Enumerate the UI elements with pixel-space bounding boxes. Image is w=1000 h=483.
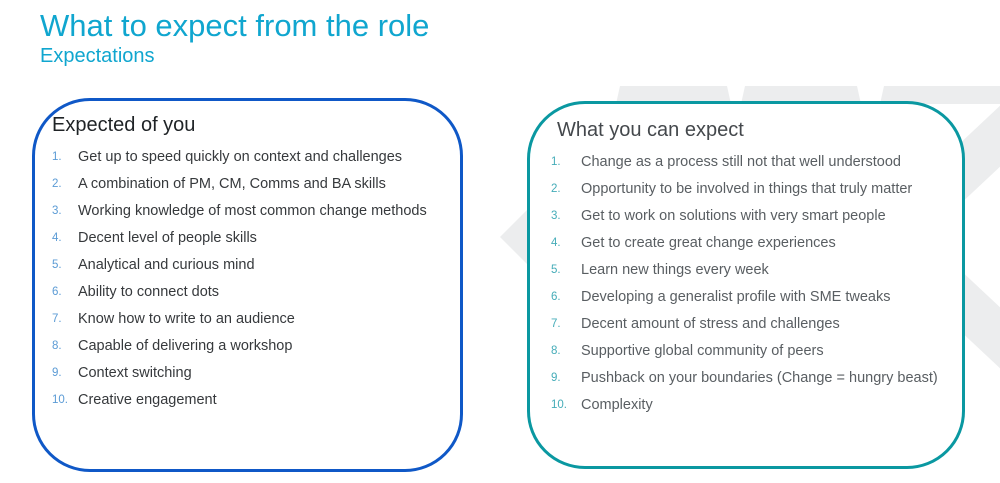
item-text: Get to create great change experiences <box>581 234 836 251</box>
item-number: 9. <box>52 367 62 379</box>
slide-subtitle: Expectations <box>40 45 155 67</box>
item-number: 8. <box>52 340 62 352</box>
panel-what-you-can-expect-title: What you can expect <box>557 119 744 141</box>
list-item: 2. A combination of PM, CM, Comms and BA … <box>52 170 460 197</box>
item-text: Change as a process still not that well … <box>581 153 901 170</box>
item-text: A combination of PM, CM, Comms and BA sk… <box>78 175 386 192</box>
list-item: 3. Get to work on solutions with very sma… <box>551 202 962 229</box>
item-number: 10. <box>551 399 567 411</box>
item-number: 3. <box>551 210 561 222</box>
list-item: 2. Opportunity to be involved in things t… <box>551 175 962 202</box>
item-text: Get up to speed quickly on context and c… <box>78 148 403 165</box>
list-item: 5. Learn new things every week <box>551 256 962 283</box>
item-number: 9. <box>551 372 561 384</box>
item-text: Working knowledge of most common change … <box>78 202 427 219</box>
item-text: Developing a generalist profile with SME… <box>581 288 891 305</box>
item-number: 6. <box>52 286 62 298</box>
panel-expected-of-you: Expected of you 1. Get up to speed quickl… <box>32 98 463 472</box>
list-item: 8. Supportive global community of peers <box>551 337 962 364</box>
list-item: 1. Get up to speed quickly on context and… <box>52 143 460 170</box>
list-item: 3. Working knowledge of most common chang… <box>52 197 460 224</box>
item-number: 1. <box>551 156 561 168</box>
item-text: Decent amount of stress and challenges <box>581 315 840 332</box>
item-text: Analytical and curious mind <box>78 256 255 273</box>
item-text: Complexity <box>581 396 653 413</box>
item-number: 4. <box>52 232 62 244</box>
chevron-fragment-top-2 <box>741 86 861 104</box>
list-item: 1. Change as a process still not that wel… <box>551 148 962 175</box>
list-item: 7. Know how to write to an audience <box>52 305 460 332</box>
list-item: 4. Get to create great change experiences <box>551 229 962 256</box>
list-item: 9. Context switching <box>52 359 460 386</box>
list-item: 10. Complexity <box>551 391 962 418</box>
item-text: Creative engagement <box>78 391 217 408</box>
panel-what-you-can-expect: What you can expect 1. Change as a proces… <box>527 101 965 469</box>
chevron-fragment-top-3 <box>880 86 1000 104</box>
list-item: 6. Ability to connect dots <box>52 278 460 305</box>
item-number: 2. <box>551 183 561 195</box>
item-text: Capable of delivering a workshop <box>78 337 293 354</box>
item-number: 7. <box>52 313 62 325</box>
item-text: Ability to connect dots <box>78 283 220 300</box>
expected-of-you-list: 1. Get up to speed quickly on context and… <box>35 143 460 413</box>
item-number: 2. <box>52 178 62 190</box>
list-item: 7. Decent amount of stress and challenges <box>551 310 962 337</box>
list-item: 4. Decent level of people skills <box>52 224 460 251</box>
item-number: 8. <box>551 345 561 357</box>
panel-expected-of-you-title: Expected of you <box>52 114 196 136</box>
item-text: Know how to write to an audience <box>78 310 295 327</box>
slide-header: What to expect from the role Expectation… <box>40 8 429 68</box>
item-text: Opportunity to be involved in things tha… <box>581 180 913 197</box>
item-text: Learn new things every week <box>581 261 769 278</box>
item-number: 1. <box>52 151 62 163</box>
item-text: Context switching <box>78 364 192 381</box>
slide-title: What to expect from the role <box>40 8 430 43</box>
item-number: 5. <box>52 259 62 271</box>
item-number: 4. <box>551 237 561 249</box>
item-number: 10. <box>52 394 68 406</box>
chevron-fragment-top-1 <box>616 86 731 104</box>
what-you-can-expect-list: 1. Change as a process still not that wel… <box>530 148 962 418</box>
list-item: 6. Developing a generalist profile with S… <box>551 283 962 310</box>
list-item: 5. Analytical and curious mind <box>52 251 460 278</box>
item-text: Supportive global community of peers <box>581 342 824 359</box>
item-number: 7. <box>551 318 561 330</box>
list-item: 8. Capable of delivering a workshop <box>52 332 460 359</box>
list-item: 9. Pushback on your boundaries (Change = … <box>551 364 962 391</box>
item-number: 6. <box>551 291 561 303</box>
list-item: 10. Creative engagement <box>52 386 460 413</box>
item-text: Decent level of people skills <box>78 229 257 246</box>
item-number: 3. <box>52 205 62 217</box>
item-text: Get to work on solutions with very smart… <box>581 207 886 224</box>
item-number: 5. <box>551 264 561 276</box>
item-text: Pushback on your boundaries (Change = hu… <box>581 369 938 386</box>
